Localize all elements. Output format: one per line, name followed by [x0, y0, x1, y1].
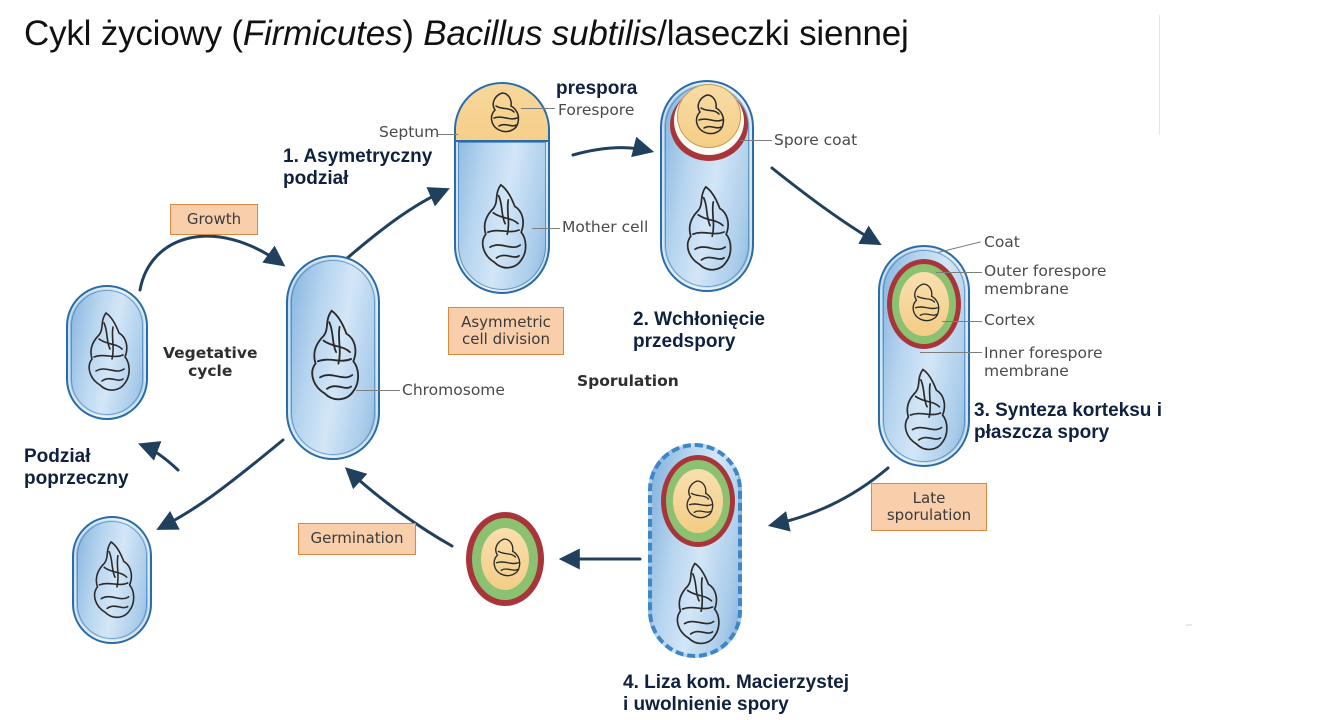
spore-chromosome-squiggle: [487, 533, 525, 583]
leader-cortex: [942, 321, 982, 322]
label-mother-cell: Mother cell: [562, 218, 649, 236]
leader-coat: [937, 241, 981, 253]
label-spore-coat: Spore coat: [774, 131, 858, 149]
engulfment-cell: [660, 80, 754, 292]
label-step-2-wchloniecie-przedspory: 2. Wchłonięcie przedspory: [633, 309, 765, 353]
arrow-to-asymmetric-division: [343, 187, 450, 262]
forespore-chromosome-squiggle: [484, 90, 524, 136]
free-spore: [466, 512, 544, 606]
label-step-1-asymetryczny-podzial: 1. Asymetryczny podział: [283, 146, 433, 190]
leader-mother-cell: [532, 228, 560, 229]
spore-chromosome-squiggle: [906, 278, 944, 328]
forespore-compartment: [456, 84, 548, 142]
title-italic-bacillus-subtilis: Bacillus subtilis: [423, 14, 658, 53]
arrow-transverse-division: [156, 438, 285, 530]
label-step-4-liza-komorki: 4. Liza kom. Macierzystej i uwolnienie s…: [623, 672, 849, 716]
label-coat: Coat: [984, 233, 1020, 251]
label-cortex: Cortex: [984, 311, 1036, 329]
leader-spore-coat: [740, 140, 772, 141]
leader-forespore: [521, 108, 555, 109]
label-step-3-synteza-korteksu: 3. Synteza korteksu i płaszcza spory: [974, 400, 1162, 444]
leader-outer-forespore-membrane: [936, 272, 982, 273]
cortex-synthesis-cell: [878, 245, 970, 467]
label-outer-forespore-membrane: Outer forespore membrane: [984, 262, 1107, 299]
spore-chromosome-squiggle: [680, 475, 718, 525]
label-inner-forespore-membrane: Inner forespore membrane: [984, 344, 1103, 381]
slide-guide-mark: [1186, 624, 1192, 626]
arrow-vegetative-return: [138, 441, 180, 472]
spore-core-layer: [481, 528, 529, 590]
label-prespora: prespora: [556, 78, 638, 99]
chromosome-squiggle: [898, 365, 954, 461]
label-sporulation: Sporulation: [577, 372, 679, 390]
label-septum: Septum: [379, 123, 440, 141]
box-late-sporulation: Late sporulation: [871, 483, 987, 531]
box-germination: Germination: [298, 523, 416, 555]
box-asymmetric-cell-division: Asymmetric cell division: [448, 307, 564, 355]
label-chromosome: Chromosome: [402, 381, 505, 399]
arrow-to-cortex-synthesis: [770, 166, 882, 246]
box-growth: Growth: [170, 204, 258, 235]
label-forespore: Forespore: [558, 101, 635, 119]
spore-core-layer: [899, 272, 949, 336]
chromosome-squiggle: [82, 309, 136, 401]
page-title: Cykl życiowy (Firmicutes) Bacillus subti…: [24, 14, 909, 54]
chromosome-squiggle: [475, 180, 533, 280]
leader-inner-forespore-membrane: [920, 352, 982, 353]
spore-core-layer: [673, 469, 723, 533]
chromosome-squiggle: [670, 559, 726, 654]
leader-septum: [438, 134, 458, 135]
title-part-1: Cykl życiowy (: [24, 14, 243, 53]
daughter-cell-bottom-left: [72, 516, 152, 644]
asymmetric-division-cell: [454, 82, 550, 294]
leader-chromosome: [356, 390, 400, 391]
label-vegetative-cycle: Vegetative cycle: [163, 344, 258, 381]
chromosome-squiggle: [87, 538, 141, 628]
label-podzial-poprzeczny: Podział poprzeczny: [24, 446, 129, 490]
chromosome-squiggle: [680, 182, 738, 282]
chromosome-squiggle: [304, 303, 366, 415]
arrow-growth: [138, 234, 286, 292]
title-part-2: ): [402, 14, 424, 53]
prespore-chromosome-squiggle: [689, 91, 729, 139]
slide-guide-line: [1159, 15, 1160, 135]
title-part-3: /laseczki siennej: [657, 14, 909, 53]
lysis-cell: [648, 443, 742, 658]
title-italic-firmicutes: Firmicutes: [242, 14, 403, 53]
vegetative-cell-left: [66, 285, 148, 420]
vegetative-cell-center: [286, 255, 380, 460]
arrow-to-engulfment: [571, 136, 655, 158]
